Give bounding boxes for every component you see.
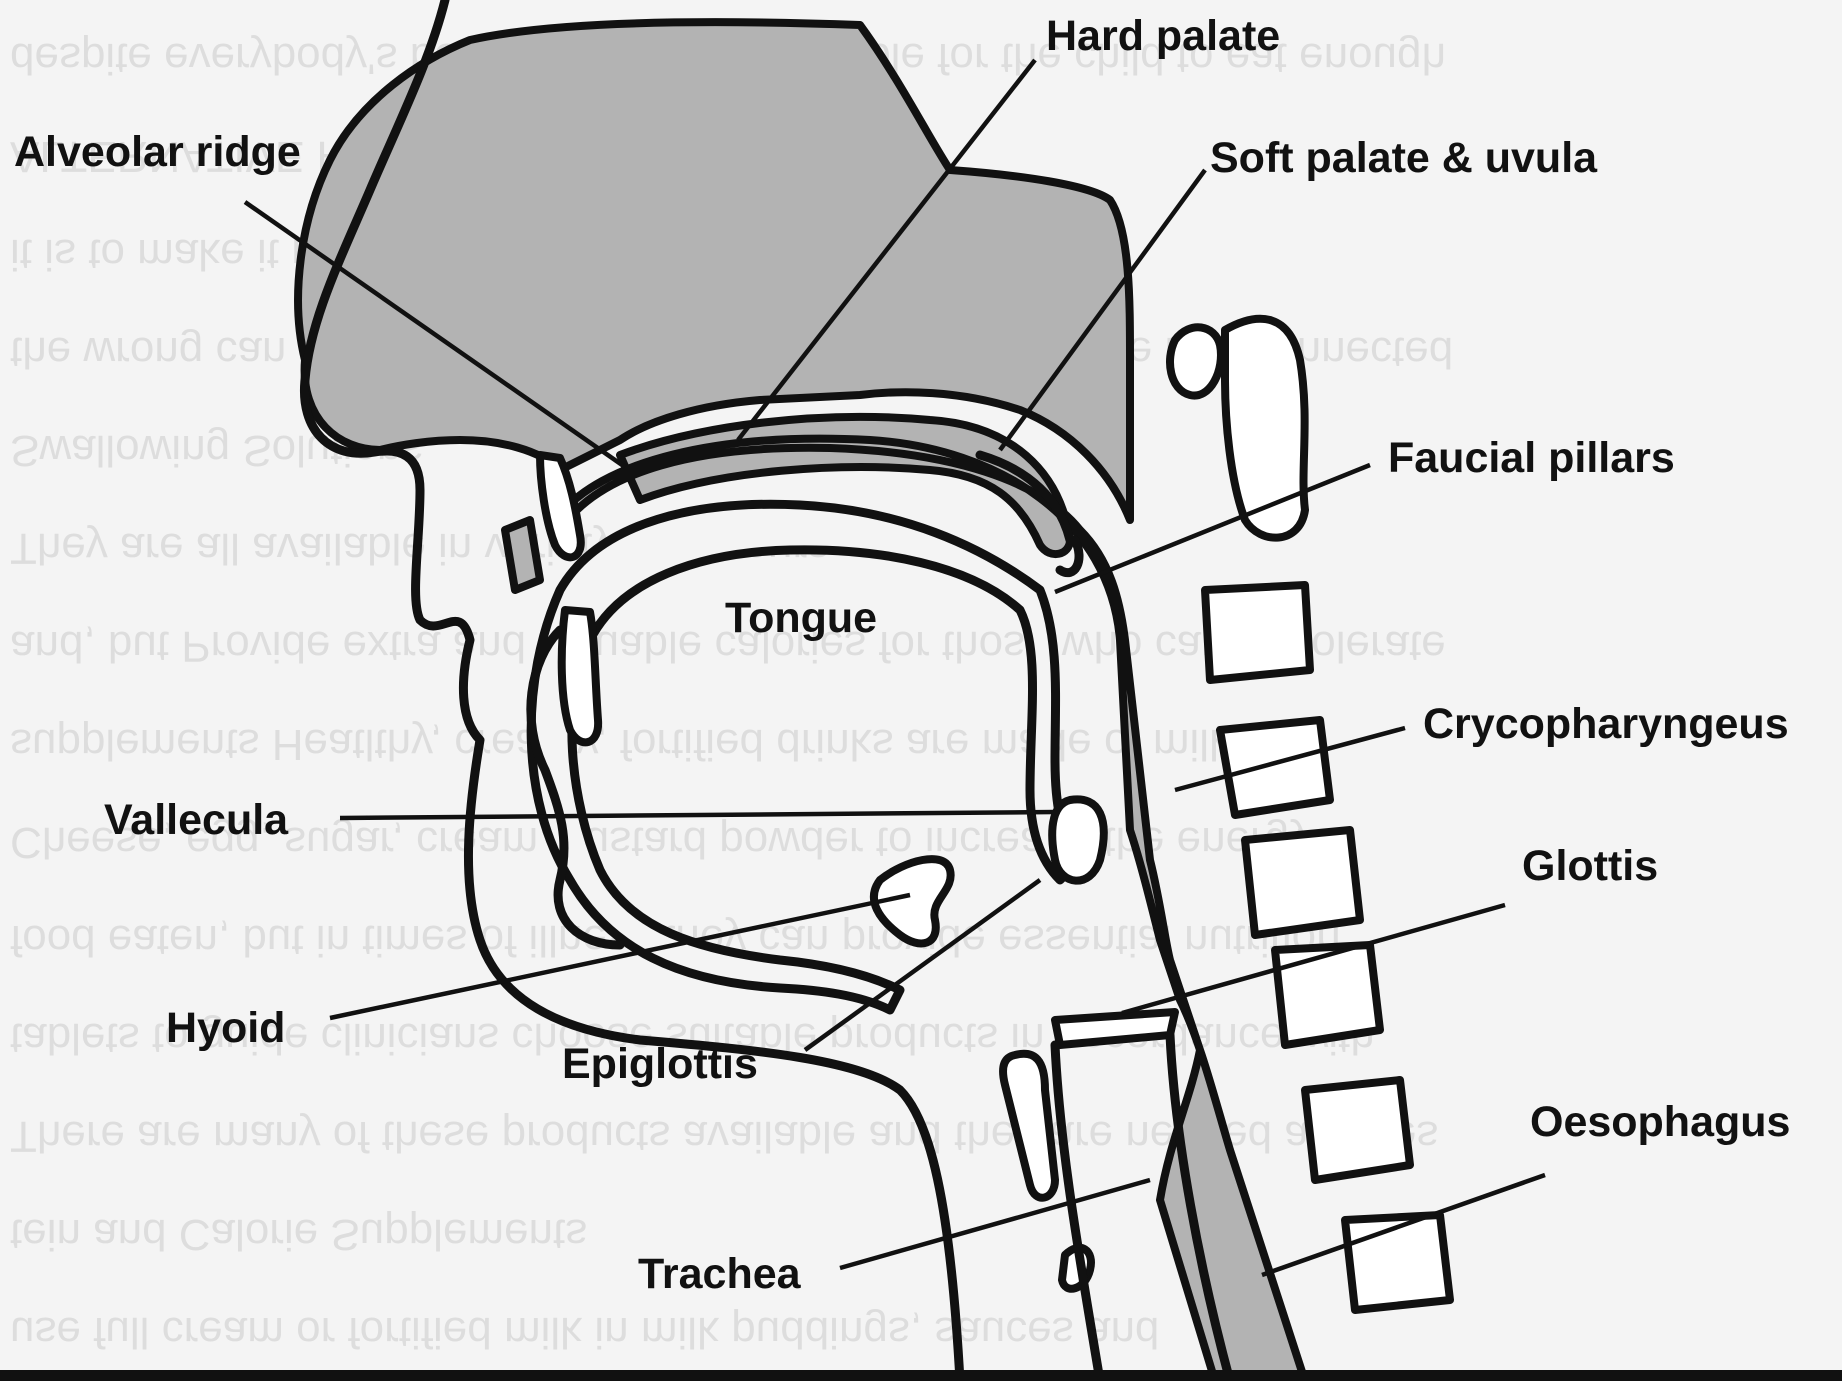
pointer-vallecula (340, 812, 1055, 818)
label-hyoid: Hyoid (166, 1004, 285, 1052)
lower-teeth (562, 610, 598, 742)
front-incisor (505, 520, 540, 590)
pointer-faucial-pillars (1055, 465, 1370, 592)
label-soft-palate-uvula: Soft palate & uvula (1210, 134, 1598, 182)
vertebra-1 (1170, 327, 1221, 395)
label-vallecula: Vallecula (104, 796, 289, 844)
label-alveolar-ridge: Alveolar ridge (14, 128, 301, 176)
vertebra-3 (1205, 585, 1310, 680)
label-faucial-pillars: Faucial pillars (1388, 434, 1675, 482)
tongue-outline (531, 504, 1080, 1010)
label-epiglottis: Epiglottis (562, 1040, 758, 1088)
label-glottis: Glottis (1522, 842, 1658, 890)
bottom-border (0, 1370, 1842, 1381)
label-trachea: Trachea (638, 1250, 802, 1298)
vertebra-7 (1305, 1080, 1410, 1180)
thyroid-cartilage (1055, 1012, 1175, 1045)
label-oesophagus: Oesophagus (1530, 1098, 1790, 1146)
cricoid-cartilage (1003, 1054, 1055, 1198)
label-hard-palate: Hard palate (1046, 12, 1280, 60)
epiglottis-fold (1052, 799, 1104, 880)
vertebra-2 (1225, 319, 1305, 538)
vertebra-6 (1275, 945, 1380, 1045)
pointer-trachea (840, 1180, 1150, 1268)
label-tongue: Tongue (725, 594, 877, 642)
vertebra-5 (1245, 830, 1360, 935)
label-crycopharyngeus: Crycopharyngeus (1423, 700, 1789, 748)
vertebra-4 (1220, 720, 1330, 815)
upper-teeth (540, 455, 581, 557)
